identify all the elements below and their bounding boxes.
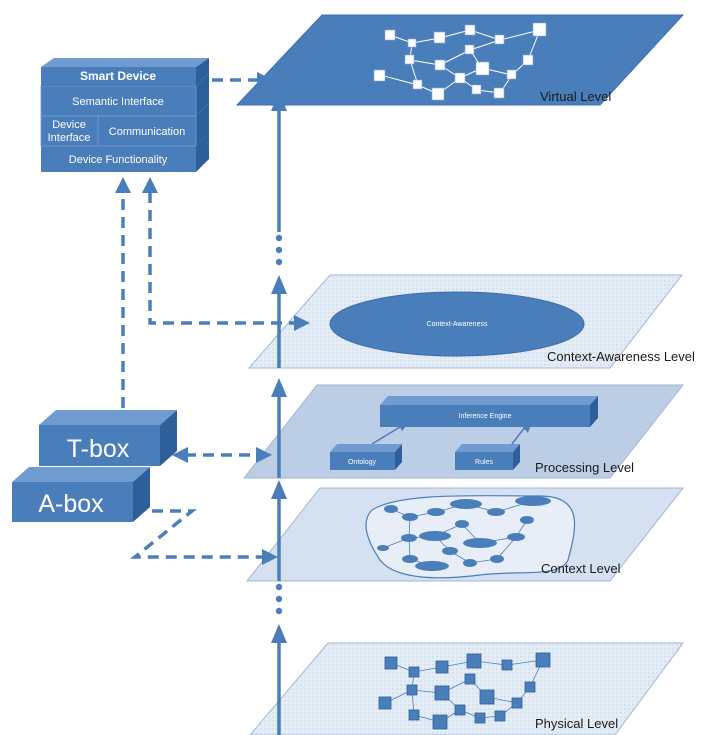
context-awareness-level-label: Context-Awareness Level [547,349,695,364]
communication-block [97,115,197,147]
device-interface-block [40,115,99,147]
device-interface-label-line1: Device [52,119,86,131]
device-interface-label-line2: Interface [48,132,91,144]
virtual-nodes [373,22,547,101]
tbox-block [39,410,177,466]
device-functionality-block [41,146,196,172]
physical-level-plane [249,642,684,735]
physical-level-label: Physical Level [535,716,618,731]
rules-box: Rules [455,444,520,470]
context-awareness-ellipse [329,291,585,357]
dashed-connector-heads [115,72,310,565]
abox-label: A-box [38,490,104,518]
smart-device-stack [40,58,209,172]
smart-device-title-block [41,67,196,86]
context-awareness-ellipse-label: Context-Awareness [427,321,488,328]
communication-label: Communication [109,126,185,138]
physical-nodes [378,652,551,730]
semantic-interface-block [40,85,197,117]
dashed-connectors [121,78,295,559]
tbox-label: T-box [67,435,130,463]
processing-level-label: Processing Level [535,460,634,475]
inference-engine-label: Inference Engine [459,413,512,420]
virtual-level-plane [235,14,685,106]
ontology-label: Ontology [348,459,377,466]
context-level-label: Context Level [541,561,621,576]
ontology-box: Ontology [330,444,402,470]
context-blob [365,495,576,579]
device-functionality-label: Device Functionality [69,154,168,166]
context-network-nodes [377,496,551,571]
vertical-level-arrow [271,92,287,735]
rules-label: Rules [475,459,493,466]
inference-engine-box: Inference Engine [380,396,598,427]
processing-arrows [371,423,531,445]
semantic-interface-label: Semantic Interface [72,96,164,108]
virtual-level-label: Virtual Level [540,89,611,104]
smart-device-title: Smart Device [80,69,156,83]
abox-block [12,467,150,522]
